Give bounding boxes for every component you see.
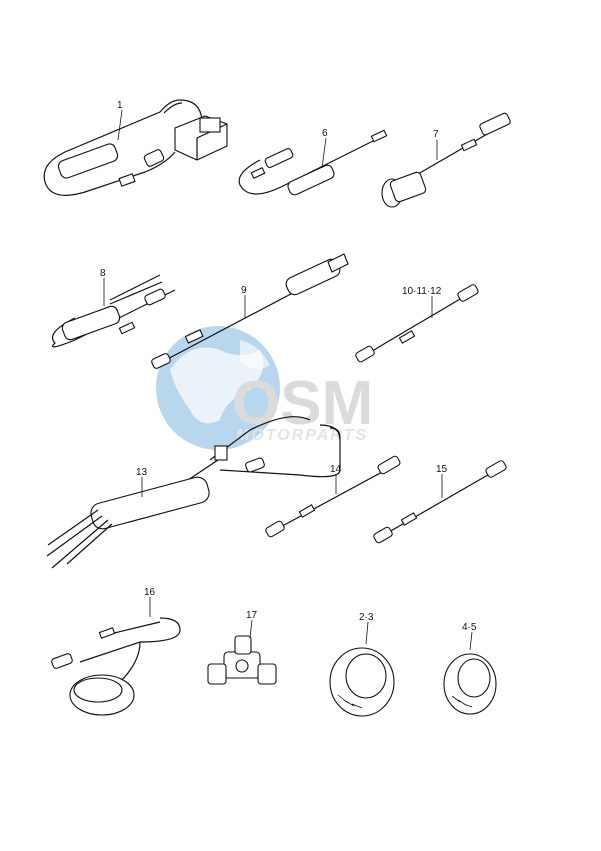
watermark-logo-text: OSM — [232, 369, 373, 438]
part-9-label: 9 — [241, 285, 247, 296]
part-4-5-ring[interactable]: 4·5 — [443, 622, 497, 715]
part-1-cable-assembly[interactable]: 1 — [43, 99, 228, 196]
watermark-sub-text: MOTORPARTS — [236, 427, 368, 444]
part-14-cable[interactable]: 14 — [265, 455, 401, 538]
part-15-cable[interactable]: 15 — [373, 460, 507, 544]
part-1-label: 1 — [117, 100, 123, 111]
part-17-t-connector[interactable]: 17 — [207, 610, 277, 685]
part-16-label: 16 — [144, 587, 156, 598]
part-2-3-label: 2·3 — [359, 612, 374, 623]
part-6-cable[interactable]: 6 — [238, 128, 388, 196]
watermark-globe-icon — [156, 326, 280, 450]
part-17-label: 17 — [246, 610, 258, 621]
part-16-transducer[interactable]: 16 — [51, 587, 181, 716]
part-13-label: 13 — [136, 467, 148, 478]
part-10-11-12-label: 10·11·12 — [402, 286, 442, 297]
watermark: OSM MOTORPARTS — [156, 326, 373, 450]
part-10-11-12-cable[interactable]: 10·11·12 — [355, 284, 479, 363]
part-14-label: 14 — [330, 464, 342, 475]
part-2-3-ring[interactable]: 2·3 — [329, 612, 395, 717]
part-7-label: 7 — [433, 129, 439, 140]
part-8-label: 8 — [100, 268, 106, 279]
part-15-label: 15 — [436, 464, 448, 475]
part-8-cable[interactable]: 8 — [51, 268, 176, 348]
part-13-junction-cable[interactable]: 13 — [46, 416, 341, 569]
part-7-through-hull-cable[interactable]: 7 — [381, 112, 511, 208]
part-9-sensor-cable[interactable]: 9 — [151, 253, 349, 369]
part-6-label: 6 — [322, 128, 328, 139]
part-4-5-label: 4·5 — [462, 622, 477, 633]
